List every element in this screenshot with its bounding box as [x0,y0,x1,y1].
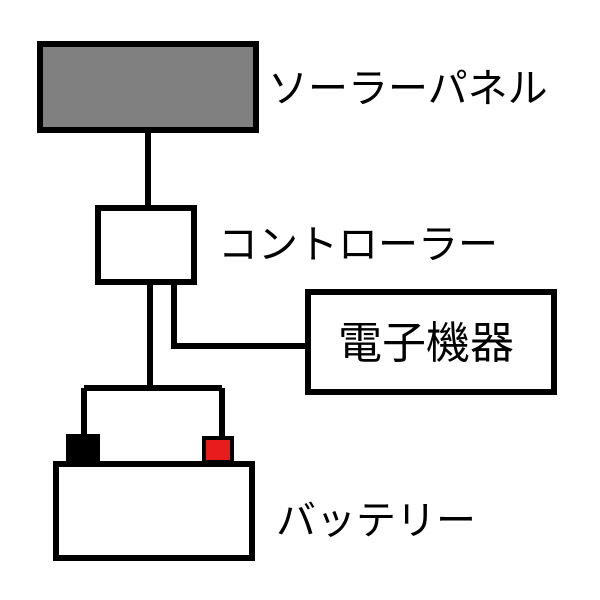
solar-panel-box [37,41,259,133]
battery-label: バッテリー [276,498,476,544]
device-label: 電子機器 [338,318,514,369]
controller-box [95,205,197,285]
positive-terminal [202,436,234,464]
device-box [305,289,557,395]
battery-box [53,461,255,561]
solar-panel-label: ソーラーパネル [268,66,548,112]
negative-terminal [66,434,100,466]
controller-device-wire [171,282,308,349]
controller-label: コントローラー [218,222,498,268]
